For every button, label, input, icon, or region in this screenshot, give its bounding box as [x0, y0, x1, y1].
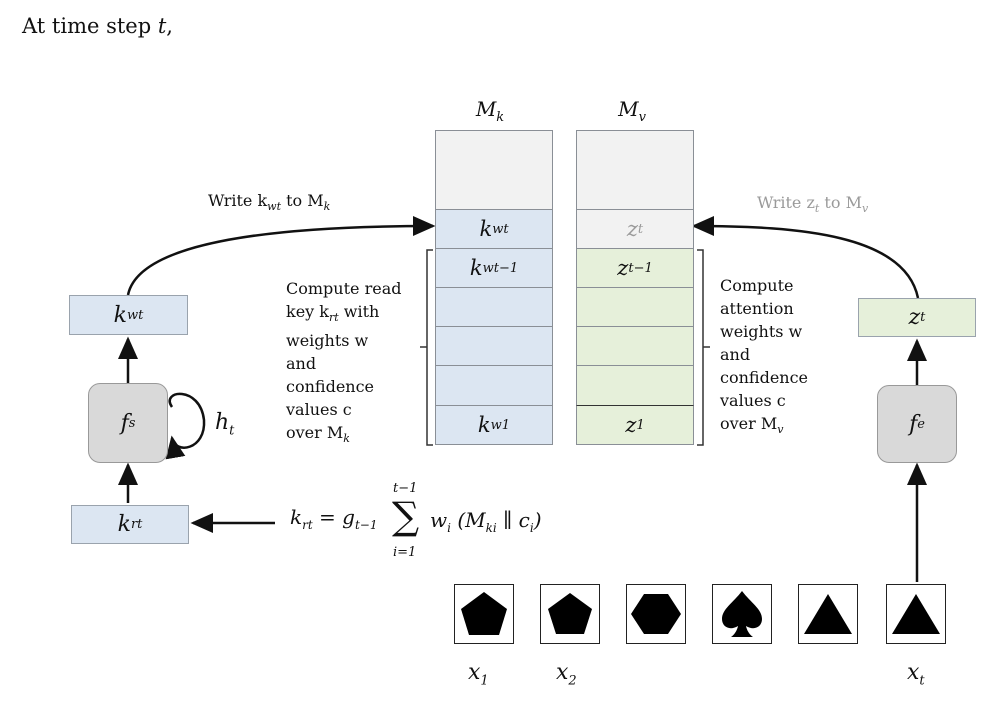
title: At time step t,: [22, 14, 173, 38]
memory-key-cell: [435, 287, 553, 327]
memory-key-empty-cell: [435, 130, 553, 210]
pentagon-icon: [454, 584, 514, 644]
memory-value-cell: [576, 365, 694, 406]
pentagon-icon: [540, 584, 600, 644]
attention-description: Compute attention weights w and confiden…: [720, 276, 809, 437]
sum-lower-limit: i=1: [393, 545, 417, 560]
memory-key-cell: [435, 326, 553, 366]
triangle-icon: [886, 584, 946, 644]
hidden-state-label: ht: [215, 410, 235, 439]
read-key-equation: krt = gt−1: [290, 505, 378, 532]
memory-value-cell: [576, 326, 694, 366]
hexagon-icon: [626, 584, 686, 644]
input-label-xt: xt: [907, 660, 925, 689]
memory-value-empty-cell: [576, 130, 694, 210]
write-value-label: Write zt to Mv: [757, 193, 869, 216]
spade-icon: [712, 584, 772, 644]
input-label-x1: x1: [468, 660, 489, 689]
write-key-label: Write kwt to Mk: [208, 191, 331, 214]
sum-upper-limit: t−1: [393, 481, 418, 496]
memory-key-cell: [435, 365, 553, 406]
memory-value-header: Mv: [618, 97, 646, 125]
input-label-x2: x2: [556, 660, 577, 689]
sum-symbol: ∑: [392, 494, 420, 538]
sum-term: wi (Mki ∥ ci): [430, 508, 542, 535]
read-key-description: Compute read key krt with weights w and …: [286, 279, 402, 446]
triangle-icon: [798, 584, 858, 644]
memory-key-header: Mk: [475, 97, 505, 125]
memory-value-cell: [576, 287, 694, 327]
